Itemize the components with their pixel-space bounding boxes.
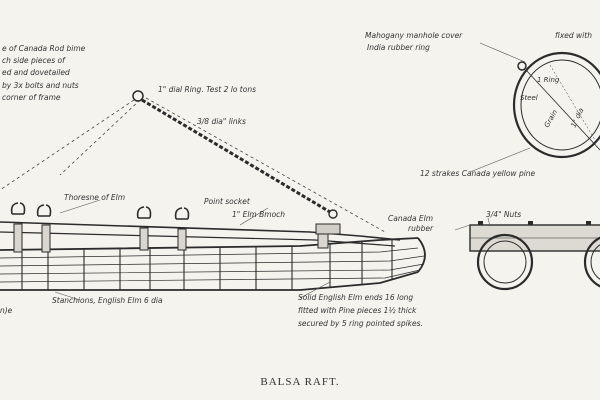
manhole-label-line-1: Mahogany manhole cover (365, 31, 463, 40)
ring-inner-label: 1 Ring (537, 76, 560, 84)
hull-nose (417, 237, 426, 273)
ends-label-line-1: Solid English Elm ends 16 long (298, 293, 413, 302)
dashed-stay-left (0, 99, 135, 191)
annotations: e of Canada Rod bime ch side pieces of e… (0, 31, 592, 328)
frame-note-line-2: ch side pieces of (2, 56, 66, 65)
chain-shackle (328, 209, 338, 219)
dashed-stay-right (145, 97, 386, 233)
hull-frames (21, 240, 393, 290)
manhole-label-line-3: India rubber ring (367, 43, 430, 52)
canada-elm-label: Canada Elm (388, 214, 433, 223)
dashed-stay-left-2 (59, 99, 141, 176)
deck-inner-line (0, 231, 396, 247)
steel-inner-label: Steel (520, 94, 538, 102)
float-end-inner (520, 59, 600, 151)
manhole-label-line-2: fixed with (555, 31, 592, 40)
raft-side-elevation (0, 202, 426, 291)
strake-line (0, 255, 425, 267)
stanchions-label: Stanchions, English Elm 6 dia (52, 296, 163, 305)
hull-top-edge (0, 237, 419, 251)
strake-line (0, 263, 425, 275)
float-section-right (583, 236, 600, 288)
float-end-view (512, 51, 600, 159)
strake-line (0, 247, 419, 259)
end-ring (517, 61, 527, 71)
tow-ring (132, 90, 144, 102)
figure-caption: BALSA RAFT. (260, 376, 339, 388)
frame-note-line-3: ed and dovetailed (2, 68, 70, 77)
chain-label: 3/8 dia" links (197, 117, 246, 126)
bottom-left-label: n)e (0, 306, 13, 315)
point-socket-block (315, 223, 341, 235)
stanchion-posts (13, 223, 329, 253)
float-section-left (476, 233, 534, 291)
tow-rigging (0, 90, 386, 233)
chain (141, 98, 331, 214)
rubber-label: rubber (408, 224, 434, 233)
ends-label-line-2: fitted with Pine pieces 1½ thick (298, 306, 417, 315)
raft-cross-section (469, 221, 600, 291)
frame-note-line-4: by 3x bolts and nuts (2, 81, 79, 90)
float-section-right-inner (590, 244, 600, 280)
elm-block-label: 1" Elm Bmoch (232, 210, 285, 219)
bolt-nuts (478, 221, 591, 225)
leader-lines (54, 42, 531, 301)
nuts-label: 3/4" Nuts (486, 210, 521, 219)
frame-note-line-1: e of Canada Rod bime (2, 44, 86, 53)
grain-inner-label: Grain (543, 109, 559, 129)
ends-label-line-3: secured by 5 ring pointed spikes. (298, 319, 423, 328)
tholes-label: Thoresne of Elm (64, 193, 125, 202)
strake-line (0, 269, 421, 283)
frame-note-line-5: corner of frame (2, 93, 61, 102)
float-section-left-inner (483, 240, 527, 284)
thole-pins (10, 202, 190, 220)
ring-test-label: 1" dial Ring. Test 2 lo tons (158, 85, 256, 94)
strakes-label: 12 strakes Canada yellow pine (420, 169, 536, 178)
point-socket-label: Point socket (204, 197, 251, 206)
diameter-inner-label: 1" dia (570, 107, 586, 129)
float-end-outer (512, 51, 600, 159)
